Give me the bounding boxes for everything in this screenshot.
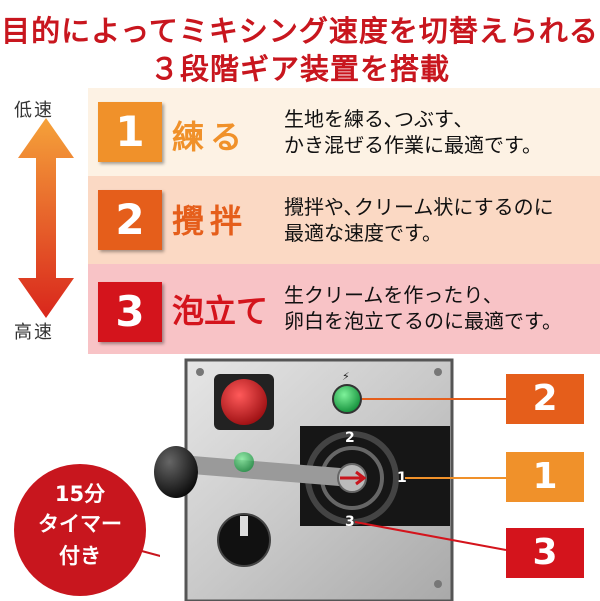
screw-icon (434, 580, 442, 588)
timer-dial (217, 513, 271, 567)
mode-number-2: 2 (98, 190, 162, 250)
mode-desc-1-line1: 生地を練る､つぶす､ (284, 107, 464, 131)
mode-name-3: 泡立て (172, 292, 269, 330)
mode-desc-2-line1: 攪拌や､クリーム状にするのに (284, 195, 554, 219)
screw-icon (434, 368, 442, 376)
mode-desc-3-line2: 卵白を泡立てるのに最適です。 (284, 309, 562, 333)
callout-2-box: 2 (506, 374, 584, 424)
mode-number-3: 3 (98, 282, 162, 342)
gear-label-1: 1 (397, 470, 407, 486)
speed-arrow-icon (18, 118, 74, 318)
mode-desc-1: 生地を練る､つぶす､ かき混ぜる作業に最適です。 (284, 106, 542, 158)
mode-desc-3-line1: 生クリームを作ったり､ (284, 283, 494, 307)
green-lamp (332, 384, 362, 414)
speed-low-label: 低速 (14, 100, 54, 121)
mode-desc-1-line2: かき混ぜる作業に最適です。 (284, 133, 542, 157)
callout-1-box: 1 (506, 452, 584, 502)
gear-label-3: 3 (345, 514, 355, 530)
mode-desc-3: 生クリームを作ったり､ 卵白を泡立てるのに最適です。 (284, 282, 562, 334)
mode-name-1: 練る (172, 118, 249, 156)
control-panel-photo: ⚡ 2 1 3 (154, 358, 507, 601)
gear-lever-knob (154, 446, 198, 498)
green-indicator (234, 452, 254, 472)
timer-badge-line1: 15分 (54, 482, 106, 506)
mode-name-2: 攪拌 (172, 202, 249, 240)
mode-band-2 (88, 176, 600, 264)
mode-band-1 (88, 88, 600, 176)
callout-3-box: 3 (506, 528, 584, 578)
gear-label-2: 2 (345, 430, 355, 446)
timer-badge-line2: タイマー (38, 512, 122, 536)
timer-badge-line3: 付き (59, 544, 101, 568)
headline-line2: ３段階ギア装置を搭載 (149, 52, 450, 86)
callout-3-pointer (354, 521, 507, 551)
timer-dial-pointer (240, 516, 248, 536)
arrow-badge-icon (340, 470, 367, 486)
headline-line1: 目的によってミキシング速度を切替えられる (1, 14, 599, 48)
mode-number-1: 1 (98, 102, 162, 162)
mode-desc-2-line2: 最適な速度です。 (284, 221, 442, 245)
timer-badge-shape (14, 464, 160, 596)
mode-band-3 (88, 264, 600, 354)
speed-high-label: 高速 (14, 322, 54, 343)
power-symbol-icon: ⚡ (342, 370, 350, 383)
screw-icon (196, 368, 204, 376)
emergency-stop-button (221, 379, 267, 425)
gear-lever-shaft (171, 455, 361, 487)
mode-desc-2: 攪拌や､クリーム状にするのに 最適な速度です。 (284, 194, 554, 246)
